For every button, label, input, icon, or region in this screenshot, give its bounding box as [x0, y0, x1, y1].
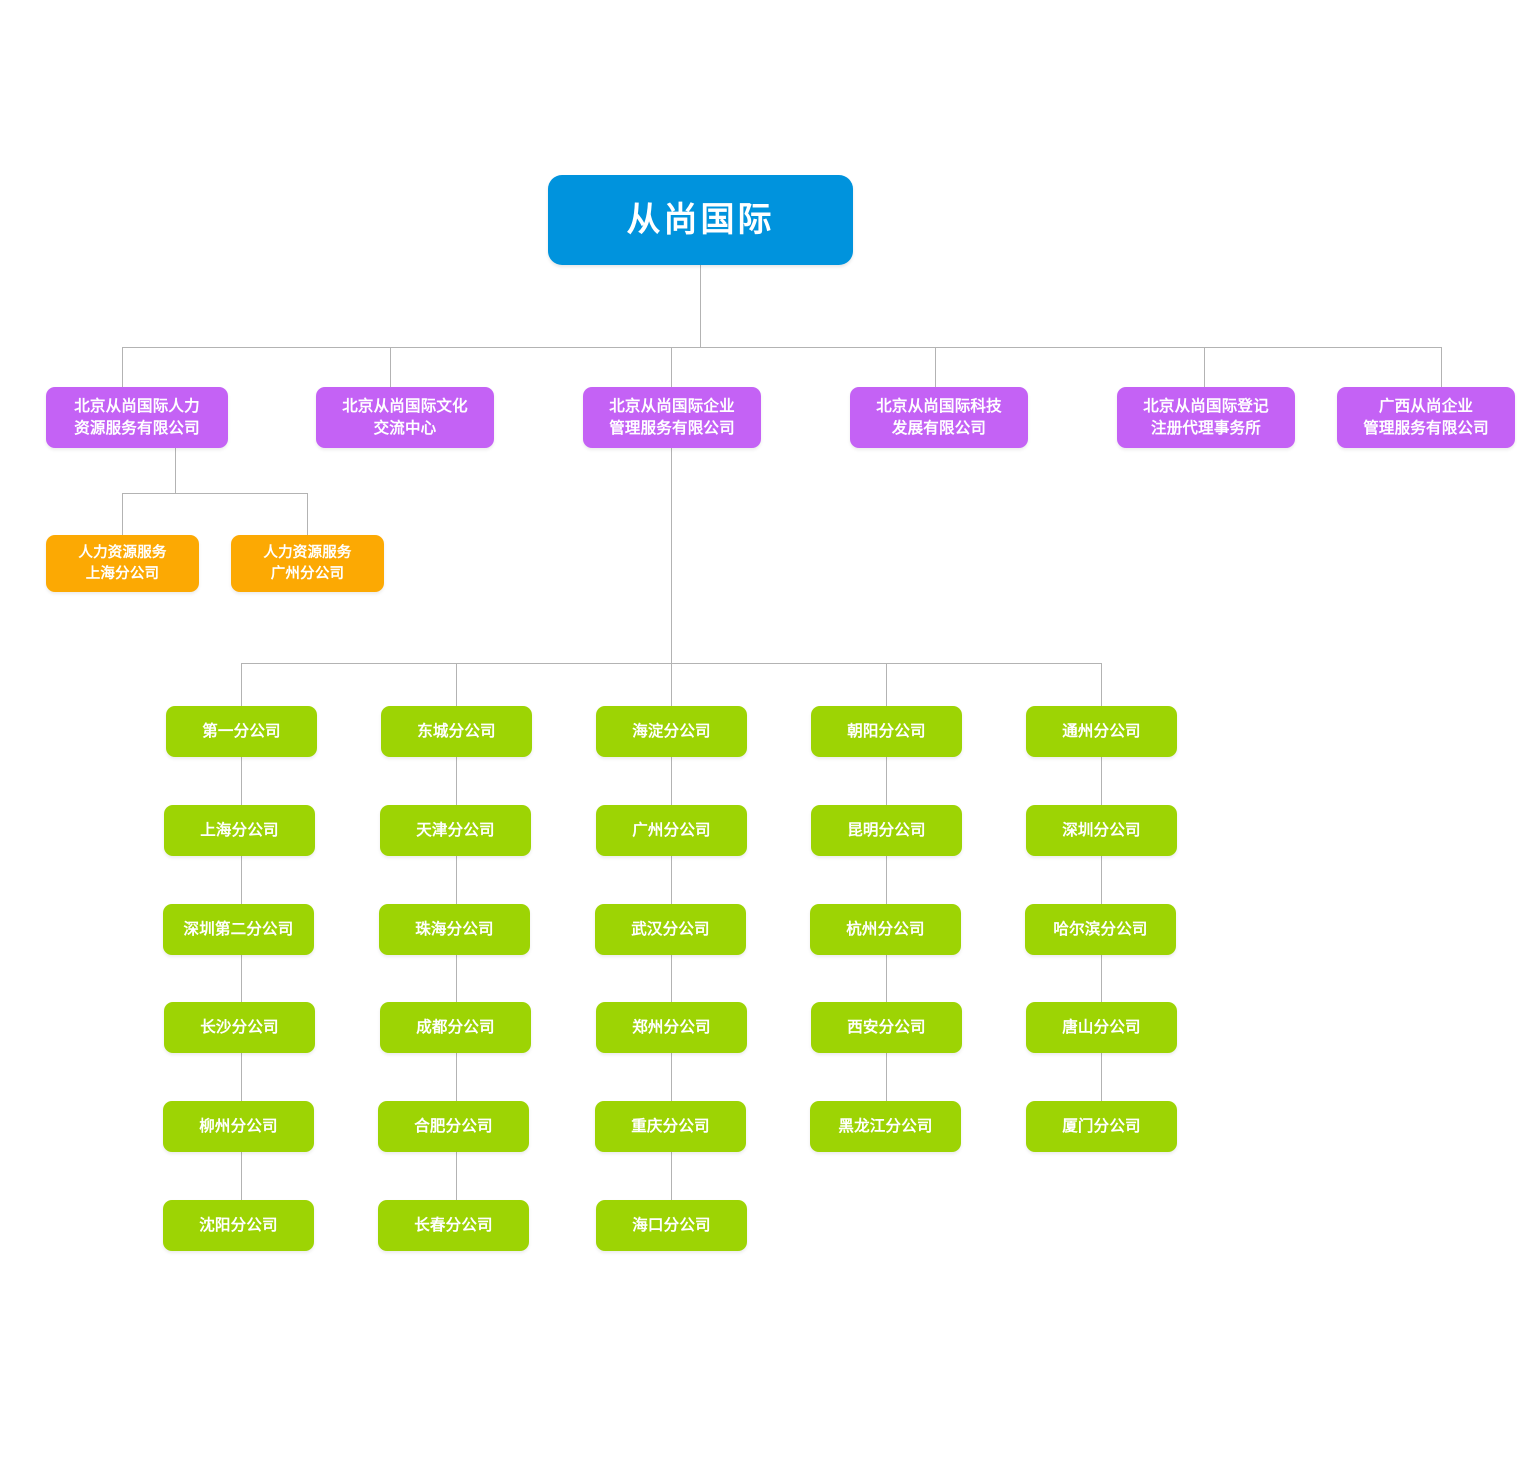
- org-node-branch[interactable]: 合肥分公司: [378, 1101, 529, 1152]
- org-node-division-guangxi[interactable]: 广西从尚企业 管理服务有限公司: [1337, 387, 1515, 448]
- org-node-branch[interactable]: 沈阳分公司: [163, 1200, 314, 1251]
- connector-branch-drop-1: [241, 663, 242, 706]
- connector-division-drop-2: [390, 347, 391, 387]
- connector-branch-spine-col2: [456, 757, 457, 1227]
- org-node-branch[interactable]: 昆明分公司: [811, 805, 962, 856]
- connector-division-drop-4: [935, 347, 936, 387]
- connector-branch-drop-5: [1101, 663, 1102, 706]
- connector-hr-down: [175, 448, 176, 493]
- org-node-branch[interactable]: 杭州分公司: [810, 904, 961, 955]
- org-node-branch[interactable]: 朝阳分公司: [811, 706, 962, 757]
- org-node-division-enterprise-mgmt[interactable]: 北京从尚国际企业 管理服务有限公司: [583, 387, 761, 448]
- org-node-branch[interactable]: 重庆分公司: [595, 1101, 746, 1152]
- connector-division-bus: [122, 347, 1442, 348]
- org-node-branch[interactable]: 珠海分公司: [379, 904, 530, 955]
- org-node-hr-branch-shanghai[interactable]: 人力资源服务 上海分公司: [46, 535, 199, 592]
- connector-branch-drop-3: [671, 663, 672, 706]
- org-node-branch[interactable]: 黑龙江分公司: [810, 1101, 961, 1152]
- org-node-branch[interactable]: 深圳分公司: [1026, 805, 1177, 856]
- org-node-branch[interactable]: 深圳第二分公司: [163, 904, 314, 955]
- org-node-branch[interactable]: 东城分公司: [381, 706, 532, 757]
- org-node-branch[interactable]: 海口分公司: [596, 1200, 747, 1251]
- org-node-branch[interactable]: 第一分公司: [166, 706, 317, 757]
- connector-branch-spine-col1: [241, 757, 242, 1227]
- connector-branch-drop-4: [886, 663, 887, 706]
- connector-division-drop-6: [1441, 347, 1442, 387]
- org-node-branch[interactable]: 厦门分公司: [1026, 1101, 1177, 1152]
- org-node-branch[interactable]: 郑州分公司: [596, 1002, 747, 1053]
- org-node-branch[interactable]: 通州分公司: [1026, 706, 1177, 757]
- connector-division-drop-3: [671, 347, 672, 387]
- org-node-root[interactable]: 从尚国际: [548, 175, 853, 265]
- org-node-branch[interactable]: 哈尔滨分公司: [1025, 904, 1176, 955]
- org-node-branch[interactable]: 长沙分公司: [164, 1002, 315, 1053]
- connector-hr-bus: [122, 493, 308, 494]
- org-node-branch[interactable]: 广州分公司: [596, 805, 747, 856]
- org-node-branch[interactable]: 海淀分公司: [596, 706, 747, 757]
- org-node-branch[interactable]: 长春分公司: [378, 1200, 529, 1251]
- org-node-branch[interactable]: 唐山分公司: [1026, 1002, 1177, 1053]
- org-node-branch[interactable]: 西安分公司: [811, 1002, 962, 1053]
- connector-enterprise-down: [671, 448, 672, 663]
- org-node-branch[interactable]: 柳州分公司: [163, 1101, 314, 1152]
- org-node-division-hr[interactable]: 北京从尚国际人力 资源服务有限公司: [46, 387, 228, 448]
- connector-division-drop-1: [122, 347, 123, 387]
- org-node-branch[interactable]: 成都分公司: [380, 1002, 531, 1053]
- connector-root-down: [700, 265, 701, 348]
- org-node-branch[interactable]: 上海分公司: [164, 805, 315, 856]
- org-node-division-registration[interactable]: 北京从尚国际登记 注册代理事务所: [1117, 387, 1295, 448]
- connector-branch-spine-col3: [671, 757, 672, 1227]
- org-node-branch[interactable]: 天津分公司: [380, 805, 531, 856]
- connector-division-drop-5: [1204, 347, 1205, 387]
- org-node-branch[interactable]: 武汉分公司: [595, 904, 746, 955]
- connector-hr-drop-1: [122, 493, 123, 535]
- connector-hr-drop-2: [307, 493, 308, 535]
- org-node-division-technology[interactable]: 北京从尚国际科技 发展有限公司: [850, 387, 1028, 448]
- org-node-division-culture[interactable]: 北京从尚国际文化 交流中心: [316, 387, 494, 448]
- connector-branch-drop-2: [456, 663, 457, 706]
- org-node-hr-branch-guangzhou[interactable]: 人力资源服务 广州分公司: [231, 535, 384, 592]
